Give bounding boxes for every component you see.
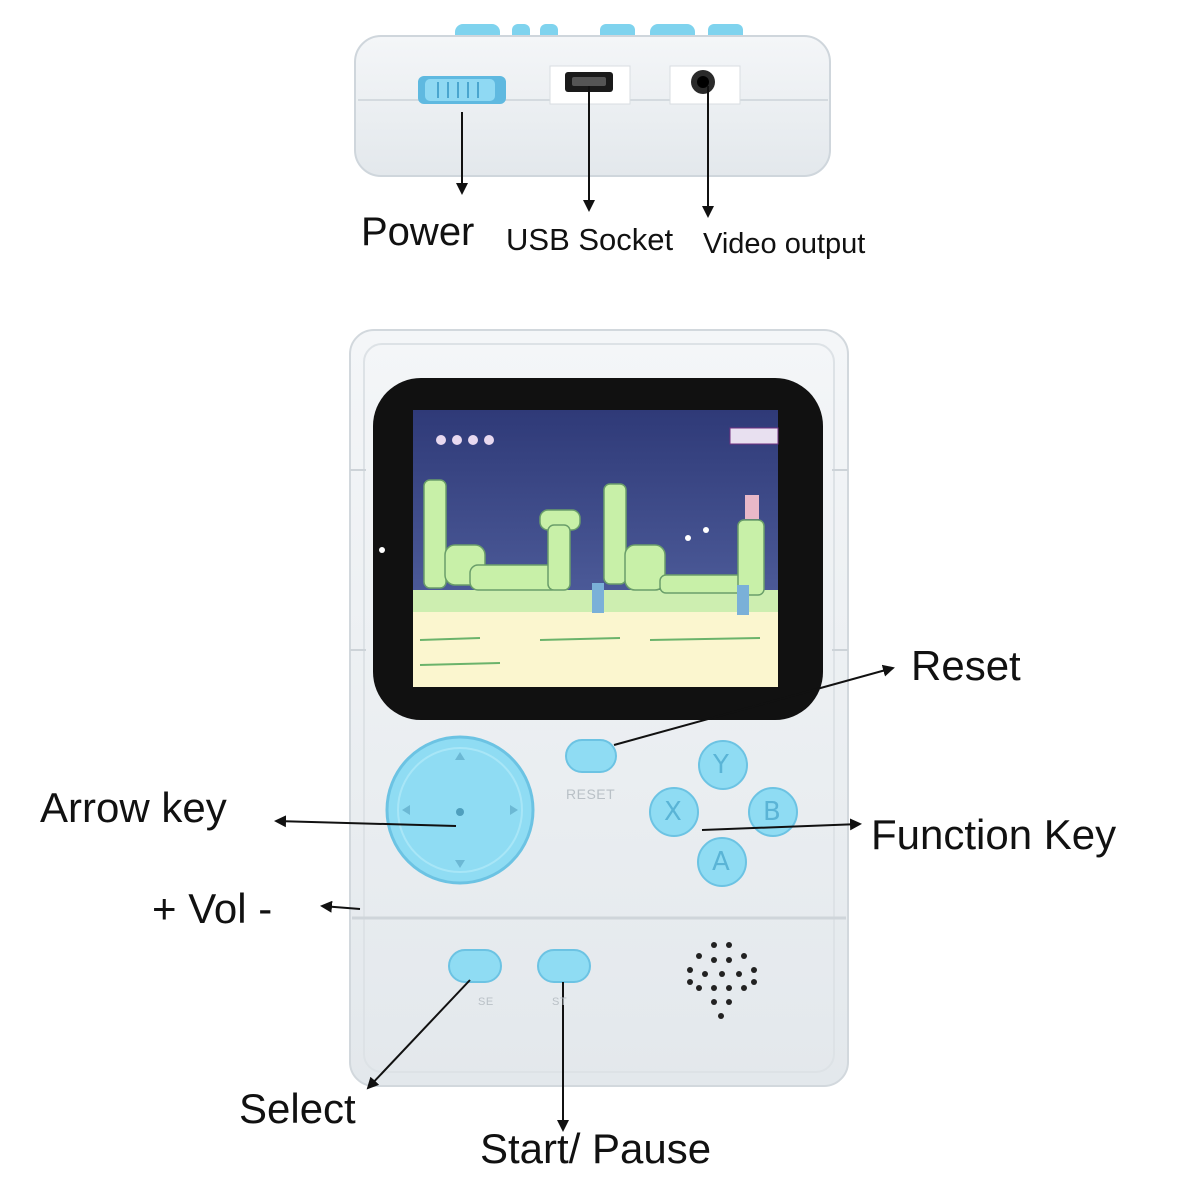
function-key-label: Function Key <box>871 811 1117 858</box>
arrow-key-label: Arrow key <box>40 784 227 831</box>
game-screen <box>413 410 779 687</box>
device-top-body <box>354 35 831 177</box>
function-keys <box>649 740 798 887</box>
start-button-shape <box>537 949 591 983</box>
device-top-view <box>354 24 831 218</box>
arrow-icon <box>701 818 862 831</box>
start-print: ST <box>552 996 568 1008</box>
arrow-icon <box>613 664 895 746</box>
a-button: A <box>712 847 731 877</box>
reset-print: RESET <box>566 786 616 802</box>
reset-label: Reset <box>911 642 1021 689</box>
x-button: X <box>664 797 683 827</box>
arrow-icon <box>274 815 457 828</box>
select-button-shape <box>448 949 502 983</box>
power-led <box>379 547 385 553</box>
volume-label: + Vol - <box>152 885 273 932</box>
reset-button-shape <box>565 739 617 773</box>
y-button: Y <box>713 750 730 780</box>
device-front-view <box>349 329 849 1087</box>
b-button: B <box>763 797 782 827</box>
select-label: Select <box>239 1085 356 1132</box>
select-print: SE <box>478 996 494 1008</box>
speaker-grille-icon <box>687 942 757 1019</box>
arrow-icon <box>366 979 471 1090</box>
arrow-icon <box>320 900 361 913</box>
arrow-key-dpad <box>385 735 535 885</box>
usb-socket-label: USB Socket <box>506 222 674 257</box>
video-output-label: Video output <box>703 228 866 260</box>
power-label: Power <box>361 210 475 254</box>
start-pause-label: Start/ Pause <box>480 1125 712 1172</box>
